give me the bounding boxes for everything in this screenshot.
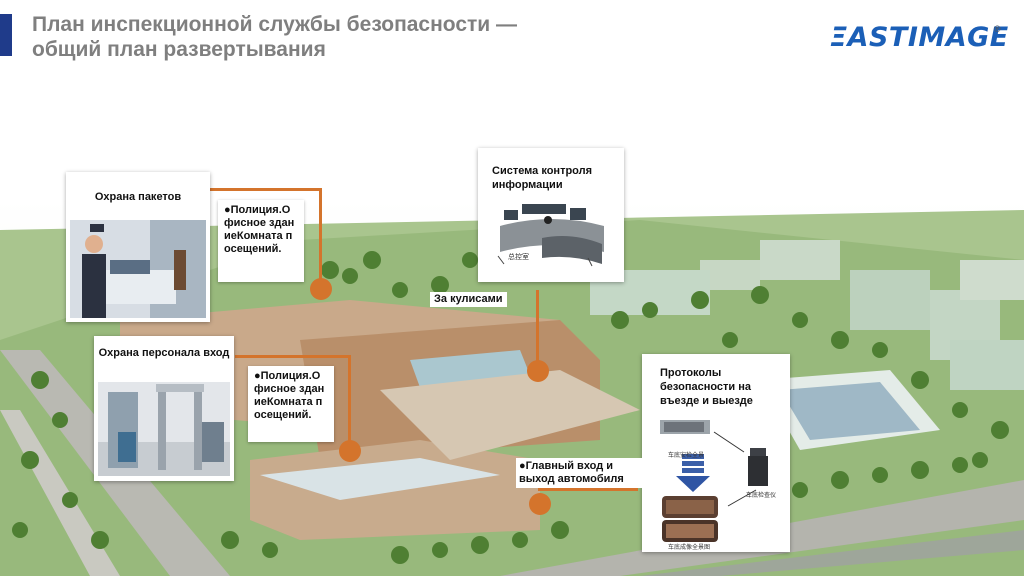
info-control-card: Система контроля информации 总控室	[478, 148, 624, 282]
control-room-console-drawing	[497, 204, 604, 267]
page-title: План инспекционной службы безопасности —…	[32, 13, 518, 61]
scan-label-3: 车底成像全景图	[668, 545, 711, 551]
info-control-title: Система контроля информации	[492, 165, 593, 191]
logo-registered-mark: ®	[994, 24, 1001, 34]
callout-dot	[339, 440, 361, 462]
personnel-security-note: ●Полиция.Офисное зданиеКомната посещений…	[248, 366, 334, 442]
logo-text: ΞASTIMAGE	[830, 22, 1009, 53]
personnel-security-card: Охрана персонала вход	[94, 336, 234, 481]
callout-line	[210, 188, 322, 191]
callout-line	[538, 488, 638, 491]
callout-dot	[529, 493, 551, 515]
callout-line	[348, 355, 351, 448]
callout-dot	[310, 278, 332, 300]
vehicle-security-card: Протоколы безопасности на въезде и выезд…	[642, 354, 790, 552]
walkthrough-metal-detector-photo	[98, 382, 230, 476]
vehicle-security-title: Протоколы безопасности на въезде и выезд…	[660, 367, 753, 407]
package-security-title: Охрана пакетов	[94, 191, 182, 203]
eastimage-logo: ΞASTIMAGE ®	[816, 22, 1009, 58]
xray-scanner-photo	[70, 220, 206, 318]
main-entrance-label: ●Главный вход и выход автомобиля	[516, 458, 646, 488]
scan-label-1: 车底安检全景	[668, 453, 705, 459]
personnel-security-title: Охрана персонала вход	[98, 347, 230, 359]
backstage-label: За кулисами	[430, 292, 507, 307]
callout-dot	[527, 360, 549, 382]
package-security-card: Охрана пакетов	[66, 172, 210, 322]
callout-line	[235, 355, 351, 358]
scan-label-2: 车底检查仪	[746, 493, 777, 499]
package-security-note: ●Полиция.Офисное зданиеКомната посещений…	[218, 200, 304, 282]
callout-line	[319, 188, 322, 288]
title-accent-bar	[0, 14, 12, 56]
control-room-label: 总控室	[508, 254, 529, 261]
under-vehicle-scan-diagram	[660, 420, 768, 542]
callout-line	[536, 290, 539, 370]
